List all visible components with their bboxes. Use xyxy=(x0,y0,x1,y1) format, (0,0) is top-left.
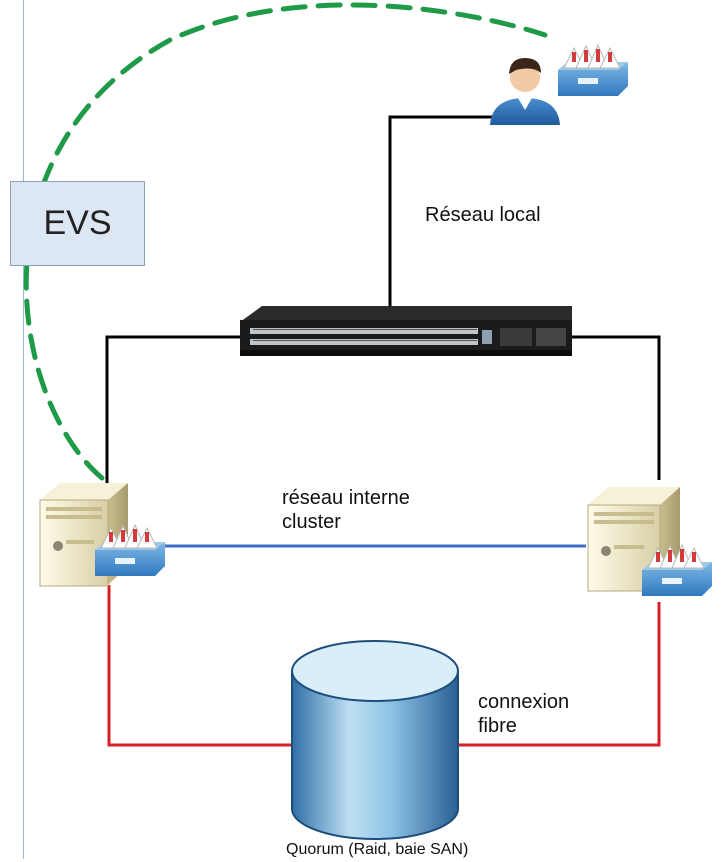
mailbox-icon xyxy=(95,523,165,576)
evs-label: EVS xyxy=(43,204,112,242)
user-icon xyxy=(490,58,560,125)
ethernet-links xyxy=(105,115,661,483)
evs-dashed-link xyxy=(23,2,548,481)
network-switch-icon xyxy=(240,306,572,356)
database-cylinder-icon xyxy=(291,640,459,840)
fibre-links xyxy=(107,585,661,747)
mailbox-icon xyxy=(642,543,712,596)
cluster-network-label: réseau interne cluster xyxy=(282,487,410,533)
fibre-connection-label: connexion fibre xyxy=(478,691,570,737)
quorum-caption: Quorum (Raid, baie SAN) xyxy=(286,841,469,858)
page-margin-line xyxy=(23,0,24,859)
evs-label-box: EVS xyxy=(10,181,145,266)
mailbox-icon xyxy=(558,43,628,96)
local-network-label: Réseau local xyxy=(425,204,541,226)
